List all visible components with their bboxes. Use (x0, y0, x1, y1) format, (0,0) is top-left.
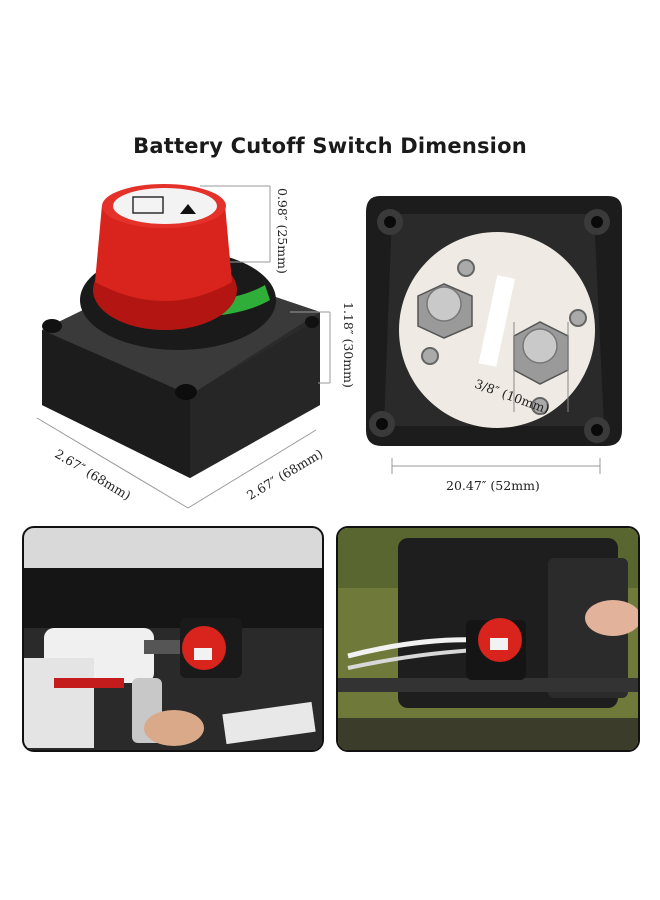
drill-install-photo (22, 526, 324, 752)
vehicle-install-photo (336, 526, 640, 752)
terminal-spacing-label: 20.47″ (52mm) (446, 478, 540, 493)
page-title: Battery Cutoff Switch Dimension (133, 134, 527, 158)
